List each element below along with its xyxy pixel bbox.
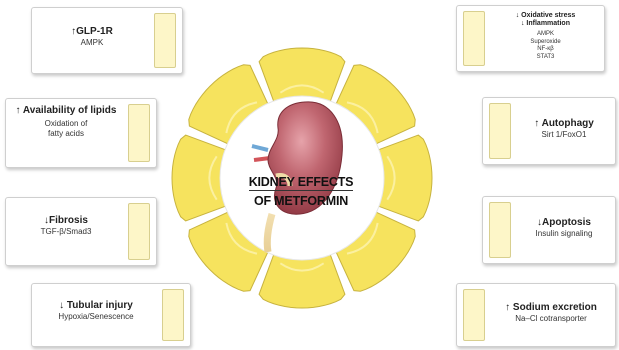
card-fibrosis: ↓Fibrosis TGF-β/Smad3 [5,197,157,266]
center-title: KIDNEY EFFECTS OF METFORMIN [241,173,361,210]
card-oxidative-line-2: Superoxide [491,39,600,47]
card-autophagy-title: ↑ Autophagy [517,118,611,130]
card-oxidative-title-1: ↓ Oxidative stress [491,12,600,20]
card-lipids-title: ↑ Availability of lipids [10,105,122,117]
card-oxidative-title-2: ↓ Inflammation [491,20,600,28]
card-fibrosis-line: TGF-β/Smad3 [10,227,122,237]
card-apoptosis-tab [489,202,511,258]
card-apoptosis: ↓Apoptosis Insulin signaling [482,196,616,264]
card-oxidative: ↓ Oxidative stress ↓ Inflammation AMPK S… [456,5,605,72]
card-oxidative-line-1: AMPK [491,31,600,39]
card-lipids-line-2: fatty acids [10,129,122,139]
card-lipids-line-1: Oxidation of [10,119,122,129]
card-autophagy-tab [489,103,511,159]
card-sodium-title: ↑ Sodium excretion [491,302,611,314]
card-apoptosis-line: Insulin signaling [517,229,611,239]
card-sodium-tab [463,289,485,341]
card-oxidative-line-3: NF-κβ [491,46,600,54]
card-glp1r-title: ↑GLP-1R [36,26,148,38]
center-title-line-2: OF METFORMIN [241,192,361,210]
card-apoptosis-title: ↓Apoptosis [517,217,611,229]
card-oxidative-line-4: STAT3 [491,54,600,62]
card-autophagy-line: Sirt 1/FoxO1 [517,130,611,140]
center-title-line-1: KIDNEY EFFECTS [241,173,361,191]
card-glp1r: ↑GLP-1R AMPK [31,7,183,74]
card-fibrosis-tab [128,203,150,260]
card-glp1r-line: AMPK [36,38,148,48]
card-lipids: ↑ Availability of lipids Oxidation of fa… [5,98,157,168]
card-tubular-line: Hypoxia/Senescence [36,312,156,322]
card-oxidative-tab [463,11,485,66]
card-autophagy: ↑ Autophagy Sirt 1/FoxO1 [482,97,616,165]
card-sodium-line: Na–Cl cotransporter [491,314,611,324]
card-lipids-tab [128,104,150,162]
card-tubular-tab [162,289,184,341]
card-sodium: ↑ Sodium excretion Na–Cl cotransporter [456,283,616,347]
card-tubular: ↓ Tubular injury Hypoxia/Senescence [31,283,191,347]
card-fibrosis-title: ↓Fibrosis [10,215,122,227]
card-tubular-title: ↓ Tubular injury [36,300,156,312]
card-glp1r-tab [154,13,176,68]
